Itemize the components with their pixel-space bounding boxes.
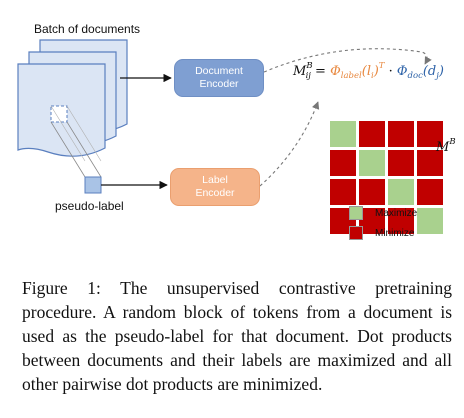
matrix-cell-maximize [330, 121, 356, 147]
matrix-cell-minimize [417, 179, 443, 205]
formula-phi-label: Φlabel(li)T [330, 61, 385, 81]
batch-label: Batch of documents [34, 22, 141, 36]
document-encoder-box: Document Encoder [174, 59, 264, 97]
matrix-label: MB [436, 137, 456, 155]
phi-label-arg: (l [361, 64, 371, 79]
document-encoder-line1: Document [195, 65, 243, 77]
matrix-cell-minimize [330, 150, 356, 176]
legend-minimize-label: Minimize [375, 227, 415, 239]
phi-doc-symbol: Φ [396, 64, 408, 79]
phi-doc-sub: doc [407, 71, 423, 81]
label-encoder-line2: Encoder [195, 187, 235, 199]
matrix-cell-minimize [359, 208, 385, 234]
phi-label-close: ) [373, 64, 379, 79]
phi-doc-close: ) [438, 64, 444, 79]
figure-diagram [17, 39, 443, 234]
matrix-cell-minimize [417, 121, 443, 147]
legend-maximize-label: Maximize [375, 207, 418, 219]
similarity-formula: MBij = Φlabel(li)T · Φdoc(dj) [293, 61, 444, 81]
matrix-cell-minimize [359, 121, 385, 147]
matrix-cell-maximize [417, 208, 443, 234]
legend-minimize-swatch [349, 226, 363, 240]
random-token-block [50, 105, 68, 123]
legend-maximize: Maximize [349, 206, 417, 220]
matrix-cell-minimize [417, 150, 443, 176]
dashed-arrow-from-label-encoder [259, 101, 320, 187]
legend-minimize: Minimize [349, 226, 414, 240]
label-encoder-line1: Label [202, 174, 228, 186]
formula-m: M [293, 64, 307, 79]
formula-m-sup: B [306, 61, 313, 71]
matrix-label-base: M [436, 140, 450, 155]
figure-caption: Figure 1: The unsupervised contrastive p… [22, 277, 452, 394]
similarity-matrix [330, 121, 443, 234]
matrix-label-sup: B [449, 137, 456, 147]
formula-m-sub: ij [305, 71, 311, 81]
matrix-cell-minimize [388, 208, 414, 234]
matrix-cell-minimize [359, 179, 385, 205]
formula-dot: · [384, 64, 397, 79]
document-stack [17, 39, 128, 194]
matrix-cell-maximize [359, 150, 385, 176]
phi-doc-arg: (d [422, 64, 437, 79]
pseudo-label-text: pseudo-label [55, 199, 124, 213]
phi-label-sub: label [340, 71, 362, 81]
matrix-cell-maximize [388, 179, 414, 205]
formula-phi-doc: Φdoc(dj) [396, 64, 444, 81]
phi-label-symbol: Φ [330, 64, 341, 79]
legend-maximize-swatch [349, 206, 363, 220]
dashed-arrow-from-document-encoder [263, 48, 432, 73]
label-encoder-box: Label Encoder [170, 168, 260, 206]
matrix-cell-minimize [388, 150, 414, 176]
phi-label-transpose: T [378, 61, 385, 71]
phi-label-arg-sub: i [370, 71, 374, 81]
matrix-cell-minimize [388, 121, 414, 147]
phi-doc-arg-sub: j [436, 71, 439, 81]
figure: Batch of documents Document Encoder Labe… [17, 22, 456, 240]
matrix-cell-minimize [330, 179, 356, 205]
formula-equals: = [310, 64, 331, 79]
document-encoder-line2: Encoder [199, 78, 239, 90]
pseudo-label-box [84, 176, 102, 194]
